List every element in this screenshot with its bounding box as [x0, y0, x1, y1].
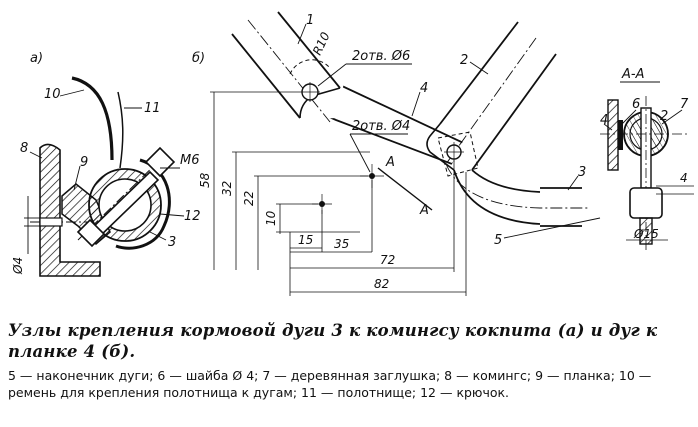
panel-b: б): [192, 10, 601, 296]
dim-35: 35: [334, 237, 349, 251]
section-label: А-А: [621, 67, 644, 82]
figure-legend: 5 — наконечник дуги; 6 — шайба Ø 4; 7 — …: [8, 368, 652, 400]
vertical-dimensions: [210, 91, 370, 270]
section-aa: А-А 4 6 2 7 4 Ø15: [600, 67, 694, 250]
bolt-label: М6: [180, 153, 200, 168]
section-letter-2: А: [419, 203, 429, 218]
dim-phi4-a: Ø4: [11, 257, 25, 275]
panel-a: а) 8 9 10 11 12 3: [11, 51, 201, 277]
horizontal-dimensions: [289, 160, 467, 296]
callout-8: 8: [20, 141, 28, 156]
panel-b-label: б): [192, 51, 205, 66]
callout-6: 6: [632, 97, 640, 112]
technical-drawing: а) 8 9 10 11 12 3: [11, 10, 694, 296]
coaming-profile: [39, 143, 101, 277]
callout-1: 1: [306, 13, 314, 28]
callout-2: 2: [460, 53, 468, 68]
callout-5: 5: [494, 233, 502, 248]
callout-4b: 4: [420, 81, 428, 96]
dim-15: 15: [298, 233, 313, 247]
section-letter-1: А: [385, 155, 395, 170]
tube-1: [231, 10, 346, 123]
dim-72: 72: [380, 253, 395, 267]
callout-9: 9: [80, 155, 88, 170]
fabric: [117, 91, 124, 169]
radius-label: R10: [310, 30, 333, 58]
holes-note-1: 2отв. Ø6: [352, 49, 410, 64]
callout-3a: 3: [168, 235, 176, 250]
callout-2aa: 2: [660, 109, 668, 124]
dim-phi15: Ø15: [633, 227, 659, 241]
panel-a-label: а): [30, 51, 43, 66]
bolt-m6: [76, 146, 176, 248]
callout-10: 10: [44, 87, 61, 102]
dim-10: 10: [264, 210, 278, 226]
callout-12: 12: [184, 209, 201, 224]
dim-82: 82: [374, 277, 389, 291]
tube-2: [426, 21, 590, 228]
dim-4-aa: 4: [680, 171, 688, 185]
callout-11: 11: [144, 101, 161, 116]
callout-4aa: 4: [600, 113, 608, 128]
dim-58: 58: [198, 172, 212, 188]
dim-22: 22: [242, 191, 256, 206]
callout-3b: 3: [578, 165, 586, 180]
holes-note-2: 2отв. Ø4: [352, 119, 410, 134]
callout-7: 7: [680, 97, 689, 112]
figure-caption: Узлы крепления кормовой дуги 3 к комингс…: [8, 321, 658, 361]
dim-32: 32: [220, 181, 234, 196]
strap: [71, 76, 114, 161]
